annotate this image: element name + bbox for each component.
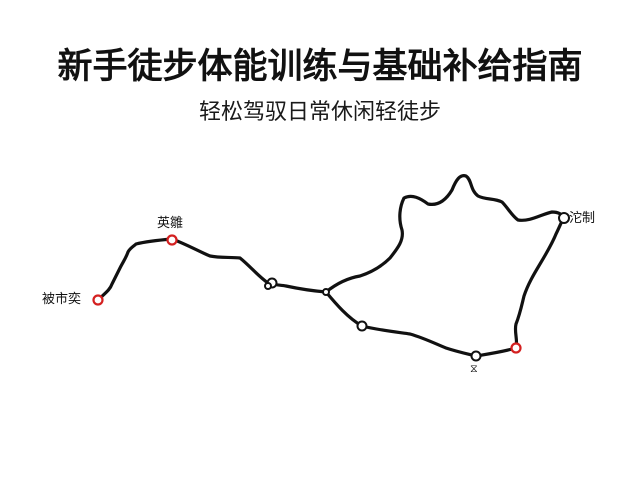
trail-upper-loop bbox=[324, 174, 566, 294]
junction-node-bottom bbox=[470, 350, 482, 362]
east-waypoint bbox=[510, 342, 522, 354]
peak-label: 英雛 bbox=[157, 216, 183, 231]
bottom-marker-label: ⧖ bbox=[470, 362, 478, 375]
page-subtitle: 轻松驾驭日常休闲轻徒步 bbox=[198, 100, 441, 125]
trail-lower-loop bbox=[324, 216, 566, 358]
trail-west-segment bbox=[96, 237, 328, 302]
peak-waypoint bbox=[166, 234, 178, 246]
junction-node-west-2 bbox=[264, 282, 272, 290]
east-label: 沱制 bbox=[569, 210, 595, 226]
junction-node-center bbox=[322, 288, 330, 296]
east-endpoint bbox=[558, 212, 570, 224]
start-label: 被市奕 bbox=[42, 291, 81, 307]
start-waypoint bbox=[92, 294, 104, 306]
page-title: 新手徒步体能训练与基础补给指南 bbox=[57, 47, 583, 87]
junction-node-lower bbox=[356, 320, 368, 332]
